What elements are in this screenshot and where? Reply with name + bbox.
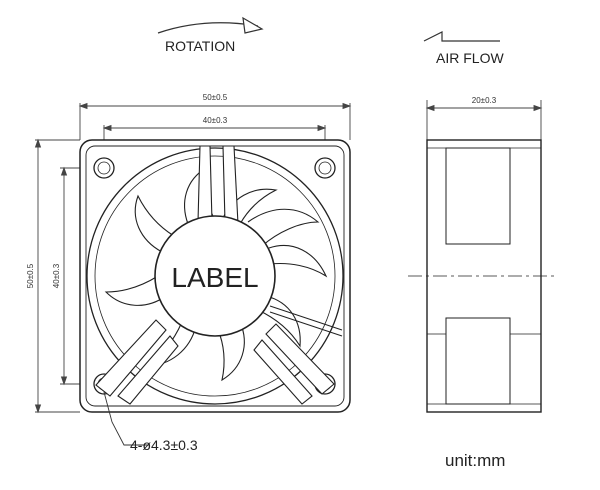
mount-hole-callout (103, 391, 150, 446)
dim-outer-width (78, 102, 352, 140)
air-flow-indicator: AIR FLOW (423, 31, 504, 66)
dim-outer-height (34, 138, 80, 414)
fan-front-view (79, 139, 351, 413)
rotation-arrowhead-icon (242, 16, 264, 34)
fan-frame-inner (85, 145, 345, 407)
rotation-label: ROTATION (165, 38, 235, 54)
fan-side-lower-window (445, 317, 511, 405)
outer-height-dimension: 50±0.5 (26, 263, 35, 288)
air-flow-arrow-icon (423, 31, 500, 42)
fan-venturi-outer (86, 147, 344, 405)
rotation-indicator: ROTATION (157, 16, 264, 54)
fan-venturi-inner (94, 155, 336, 397)
fan-hub (154, 215, 276, 337)
fan-spokes (95, 145, 335, 405)
mount-holes-dimension: 4-ø4.3±0.3 (130, 437, 198, 453)
mount-hole-top-right (314, 157, 336, 179)
unit-label: unit:mm (445, 451, 505, 470)
fan-side-view (408, 139, 556, 413)
mount-hole-top-left (93, 157, 115, 179)
fan-side-upper-window (445, 147, 511, 245)
outer-width-dimension: 50±0.5 (203, 93, 228, 102)
fan-wire (269, 305, 343, 337)
dim-depth (425, 100, 543, 140)
hole-spacing-y-dimension: 40±0.3 (52, 263, 61, 288)
rotation-arrow-icon (157, 22, 259, 34)
center-label: LABEL (171, 262, 258, 293)
depth-dimension: 20±0.3 (472, 96, 497, 105)
hole-spacing-x-dimension: 40±0.3 (203, 116, 228, 125)
air-flow-label: AIR FLOW (436, 50, 504, 66)
